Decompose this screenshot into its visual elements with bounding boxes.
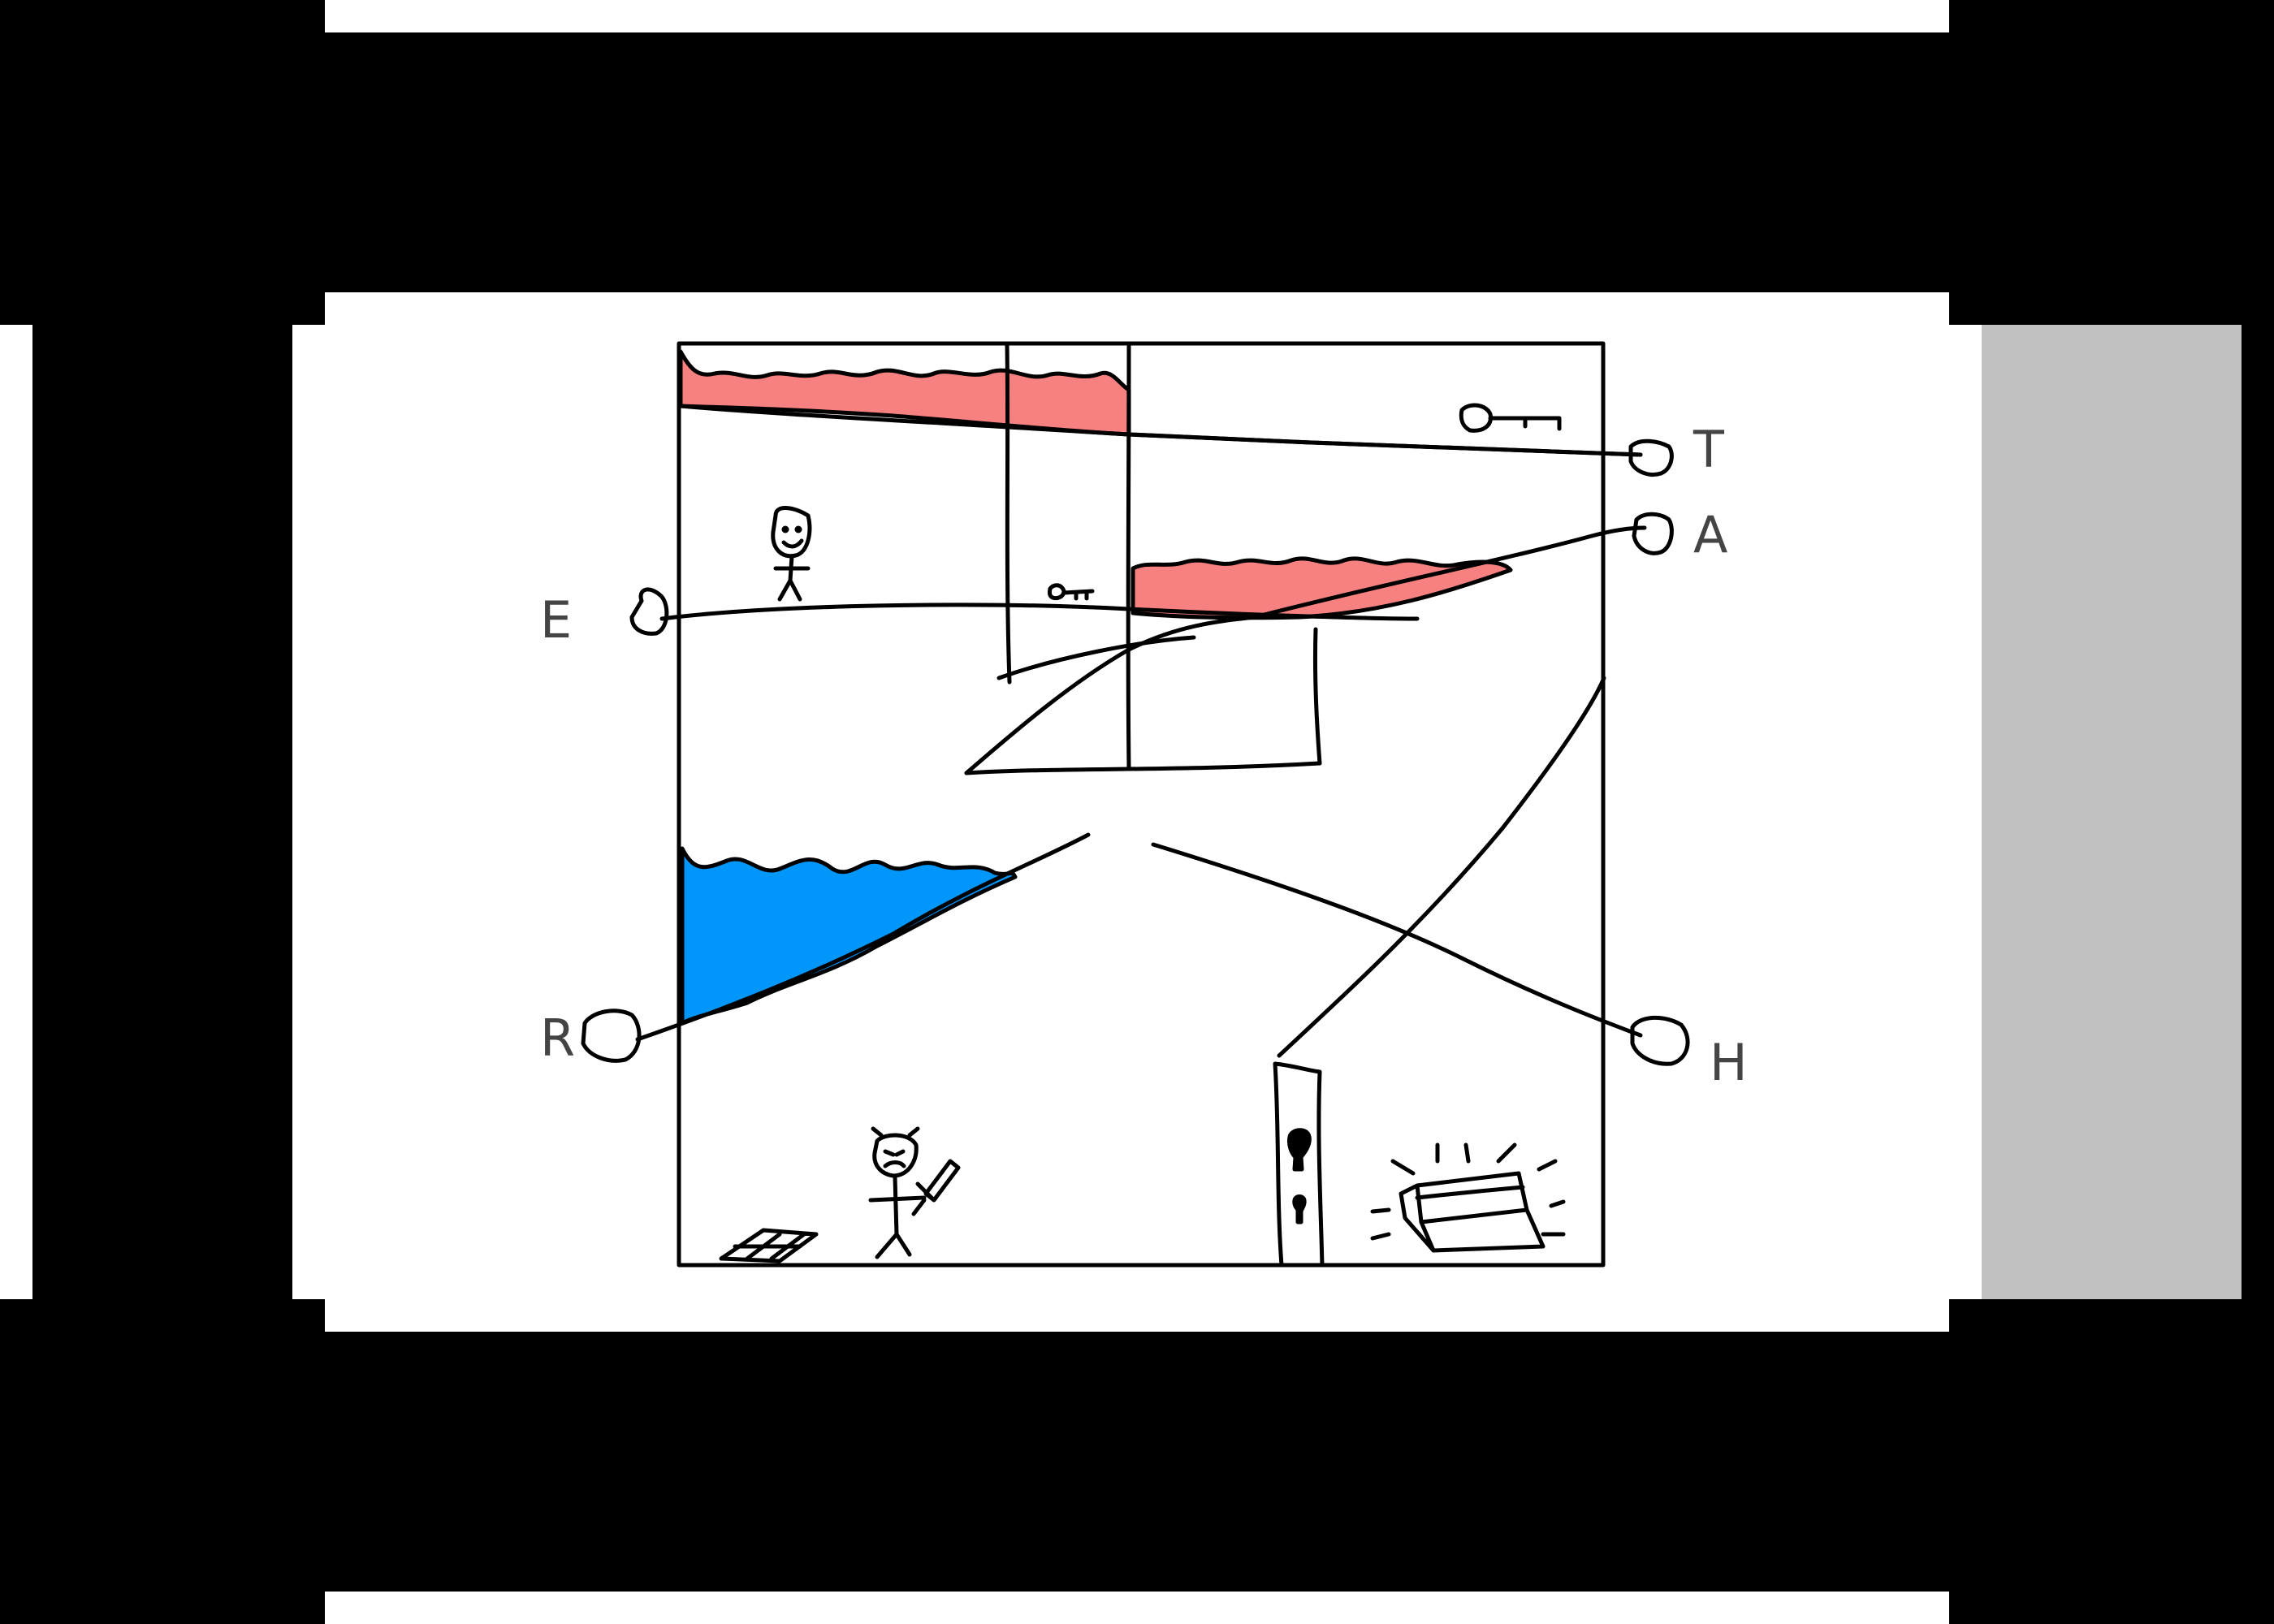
screen-bottom-extension [325, 1299, 1949, 1332]
hero-smile [781, 538, 804, 549]
pin-label-H: H [1710, 1033, 1748, 1092]
pin-label-E: E [540, 590, 572, 650]
hero-head [771, 506, 812, 559]
pin-rod-T [1126, 432, 1643, 457]
pin-rod-A [1252, 525, 1647, 620]
chest-sparkle-icon [1370, 1142, 1566, 1241]
grate [719, 1228, 819, 1263]
middle-platform-line [659, 603, 1420, 621]
wall-left-vertical [1005, 343, 1012, 685]
key-upper-right-bow [1459, 403, 1493, 433]
top-white-strip [325, 0, 1949, 32]
pin-label-A: A [1693, 505, 1727, 564]
pin-knob-A[interactable] [1632, 512, 1674, 555]
wall-right-vertical [1126, 343, 1131, 770]
lava-pool-top-left [678, 349, 1131, 437]
key-middle-shaft [1061, 589, 1095, 601]
wall-right-small-vertical [1312, 627, 1322, 766]
key-upper-right[interactable] [1459, 403, 1562, 433]
key-upper-right-shaft [1488, 416, 1562, 431]
lower-platform-line [964, 761, 1322, 775]
key-middle-bow [1047, 583, 1066, 601]
locked-door [1273, 1061, 1325, 1268]
short-ledge [996, 635, 1196, 680]
enemy-eyebrows [871, 1126, 920, 1157]
bottom-white-strip [325, 1592, 1949, 1624]
screen-top-extension [325, 292, 1949, 325]
hero-body [773, 554, 811, 602]
enemy-stickman-with-sword [868, 1126, 961, 1259]
keyhole-small-icon [1292, 1194, 1307, 1224]
hero-eye-right [794, 525, 802, 533]
sword-icon [911, 1159, 961, 1216]
pin-label-T: T [1693, 420, 1725, 479]
screen-area [292, 325, 1982, 1299]
pin-knob-T[interactable] [1628, 438, 1674, 477]
enemy-head [872, 1133, 919, 1178]
hero-eye-left [781, 525, 789, 533]
level-frame [677, 341, 1606, 1268]
treasure-chest [1399, 1171, 1546, 1253]
side-panel [1982, 325, 2242, 1299]
left-white-strip [0, 325, 32, 1299]
hero-stickman [771, 506, 812, 602]
chest-lid-line [1415, 1185, 1525, 1200]
ramp-line [964, 615, 1257, 775]
pin-knob-E[interactable] [629, 587, 669, 636]
door-pin-rod [1277, 676, 1606, 1058]
pin-knob-R[interactable] [581, 1009, 642, 1063]
lava-pool-middle-right [1131, 556, 1513, 620]
pin-rod-H [1151, 842, 1643, 1038]
pin-knob-H[interactable] [1630, 1015, 1690, 1066]
water-pool-left [680, 846, 1018, 1026]
key-middle[interactable] [1047, 583, 1095, 601]
keyhole-icon [1287, 1128, 1312, 1172]
enemy-body [868, 1175, 927, 1259]
pin-label-R: R [540, 1009, 575, 1068]
pin-rod-R [635, 832, 1091, 1042]
enemy-frown [883, 1160, 906, 1168]
